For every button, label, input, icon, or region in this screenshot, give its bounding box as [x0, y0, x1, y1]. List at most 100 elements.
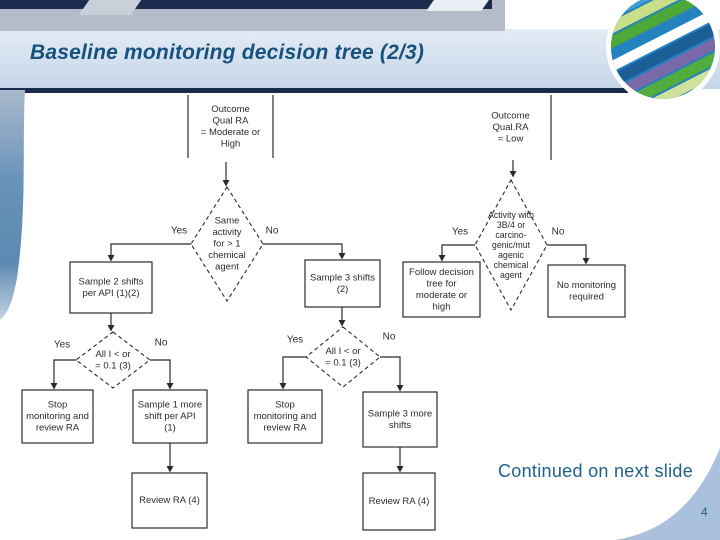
decision-diamond [474, 178, 548, 312]
flow-node-all-i-below-01-mid: All I < or= 0.1 (3) [305, 326, 381, 388]
process-box [470, 95, 551, 160]
node-label: tree for [426, 278, 456, 289]
arrowhead-icon [279, 383, 287, 390]
node-label: agenic [498, 250, 525, 260]
arrowhead-icon [438, 255, 446, 262]
node-label: Sample 2 shifts [79, 276, 144, 287]
flow-connector [263, 243, 343, 253]
branch-label: Yes [54, 340, 70, 351]
arrowhead-icon [222, 180, 230, 187]
arrowhead-icon [166, 383, 174, 390]
node-label: All I < or [325, 346, 360, 357]
process-box [21, 389, 94, 444]
node-label: All I < or [95, 349, 130, 360]
process-box [304, 259, 381, 308]
flow-node-all-i-below-01-left: All I < or= 0.1 (3) [75, 331, 151, 389]
process-box [188, 95, 273, 158]
branch-label: No [266, 226, 279, 237]
node-label: Qual RA [213, 115, 250, 126]
decision-diamond [75, 331, 151, 389]
corner-swoosh-decoration [615, 448, 720, 540]
arrowhead-icon [107, 255, 115, 262]
node-label: for > 1 [213, 239, 240, 250]
node-label: review RA [263, 423, 307, 434]
arrowhead-icon [509, 171, 517, 178]
node-label: Sample 1 more [138, 400, 202, 411]
node-label: 3B/4 or [497, 220, 525, 230]
node-label: (2) [337, 284, 349, 295]
flow-connector [150, 359, 171, 383]
node-label: Stop [48, 400, 68, 411]
node-label: = Moderate or [201, 127, 260, 138]
node-label: chemical [208, 250, 246, 261]
flow-connector [282, 356, 307, 383]
flow-connector [441, 244, 475, 255]
node-label: monitoring and [254, 411, 317, 422]
node-label: required [569, 291, 604, 302]
node-label: High [221, 138, 241, 149]
process-box [362, 391, 438, 448]
node-label: = Low [498, 134, 524, 145]
process-box [247, 389, 323, 444]
node-label: high [433, 301, 451, 312]
node-label: Same [215, 216, 240, 227]
process-box [131, 472, 208, 529]
node-label: Qual.RA [493, 122, 530, 133]
node-label: Sample 3 shifts [310, 272, 375, 283]
node-label: shifts [389, 420, 411, 431]
process-box [132, 389, 208, 444]
branch-label: No [383, 332, 396, 343]
node-label: review RA [36, 423, 80, 434]
flow-connector [380, 356, 401, 385]
node-label: Sample 3 more [368, 408, 432, 419]
node-label: agent [215, 262, 239, 273]
header-navy-strip [0, 0, 492, 9]
node-label: moderate or [416, 290, 467, 301]
node-label: genic/mut [492, 240, 531, 250]
arrowhead-icon [338, 320, 346, 327]
arrowhead-icon [338, 253, 346, 260]
arrowhead-icon [396, 466, 404, 473]
arrowhead-icon [50, 383, 58, 390]
branch-label: No [155, 338, 168, 349]
node-label: agent [500, 270, 523, 280]
globe-logo [606, 0, 720, 104]
header-band [0, 29, 720, 89]
process-box [362, 472, 436, 531]
arrowhead-icon [582, 258, 590, 265]
arrowhead-icon [396, 385, 404, 392]
process-box [547, 264, 626, 318]
left-stripe-decoration [0, 90, 25, 320]
decision-diamond [305, 326, 381, 388]
node-label: Activity with [488, 210, 534, 220]
decision-diamond [190, 185, 264, 303]
node-label: = 0.1 (3) [95, 360, 131, 371]
flow-connector [53, 359, 77, 383]
node-label: activity [212, 227, 241, 238]
node-label: Review RA (4) [369, 496, 430, 507]
node-label: No monitoring [557, 280, 616, 291]
slide-title: Baseline monitoring decision tree (2/3) [30, 41, 425, 64]
node-label: Outcome [491, 111, 530, 122]
continued-note: Continued on next slide [498, 461, 694, 481]
branch-label: Yes [171, 226, 187, 237]
node-label: Review RA (4) [139, 495, 200, 506]
flow-node-sample-3-shifts: Sample 3 shifts(2) [304, 259, 381, 308]
branch-label: No [552, 227, 565, 238]
process-box [402, 261, 481, 318]
node-label: chemical [494, 260, 529, 270]
process-box [69, 261, 153, 314]
flow-node-review-ra-left: Review RA (4) [131, 472, 208, 529]
node-label: monitoring and [26, 411, 89, 422]
flow-connector [547, 244, 587, 258]
